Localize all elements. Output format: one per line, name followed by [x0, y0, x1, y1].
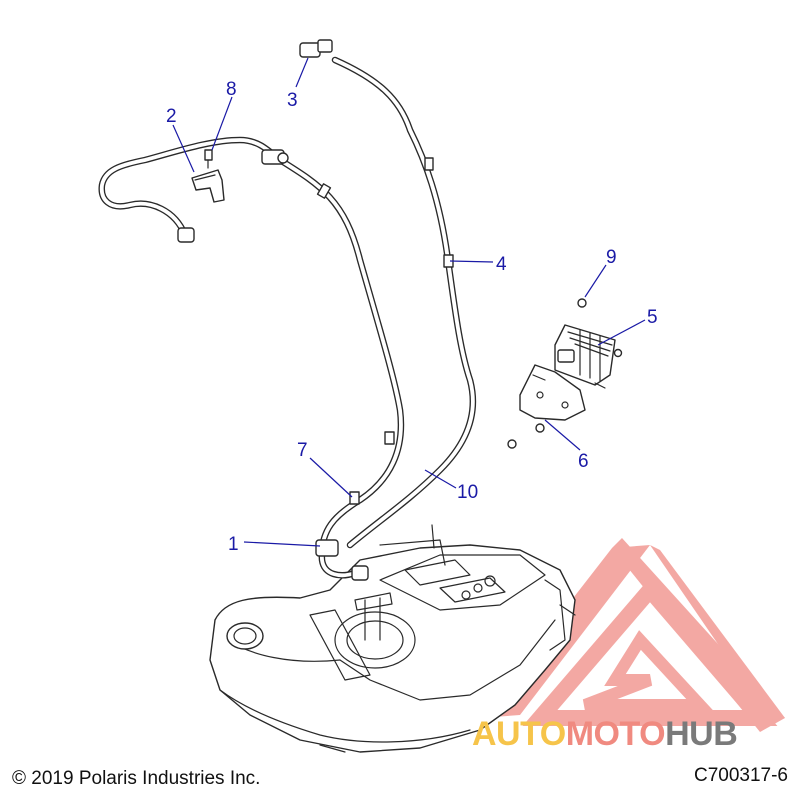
fuel-tank — [209, 524, 576, 753]
bracket-2 — [191, 169, 225, 203]
fuel-lines — [98, 56, 477, 581]
callout-3: 3 — [287, 90, 298, 111]
callout-leaders — [172, 57, 646, 547]
callout-8: 8 — [226, 79, 237, 100]
bracket-6 — [519, 364, 586, 421]
watermark-auto: AUTO — [472, 715, 566, 753]
watermark-text: AUTOMOTOHUB — [472, 714, 738, 754]
callout-7: 7 — [297, 440, 308, 461]
screw-8 — [204, 149, 213, 169]
callout-10: 10 — [457, 482, 478, 503]
nut-9 — [577, 298, 587, 308]
callout-labels: 1 2 3 4 5 6 7 8 9 10 — [166, 79, 658, 555]
drawing-number: C700317-6 — [693, 765, 788, 786]
module-5 — [554, 324, 616, 389]
callout-6: 6 — [578, 451, 589, 472]
watermark-moto: MOTO — [565, 715, 666, 753]
callout-1: 1 — [228, 534, 239, 555]
nuts — [507, 348, 623, 449]
copyright-text: © 2019 Polaris Industries Inc. — [12, 768, 261, 789]
callout-5: 5 — [647, 307, 658, 328]
watermark-hub: HUB — [665, 715, 738, 753]
callout-2: 2 — [166, 106, 177, 127]
callout-4: 4 — [496, 254, 507, 275]
callout-9: 9 — [606, 247, 617, 268]
connector-3 — [299, 39, 333, 58]
